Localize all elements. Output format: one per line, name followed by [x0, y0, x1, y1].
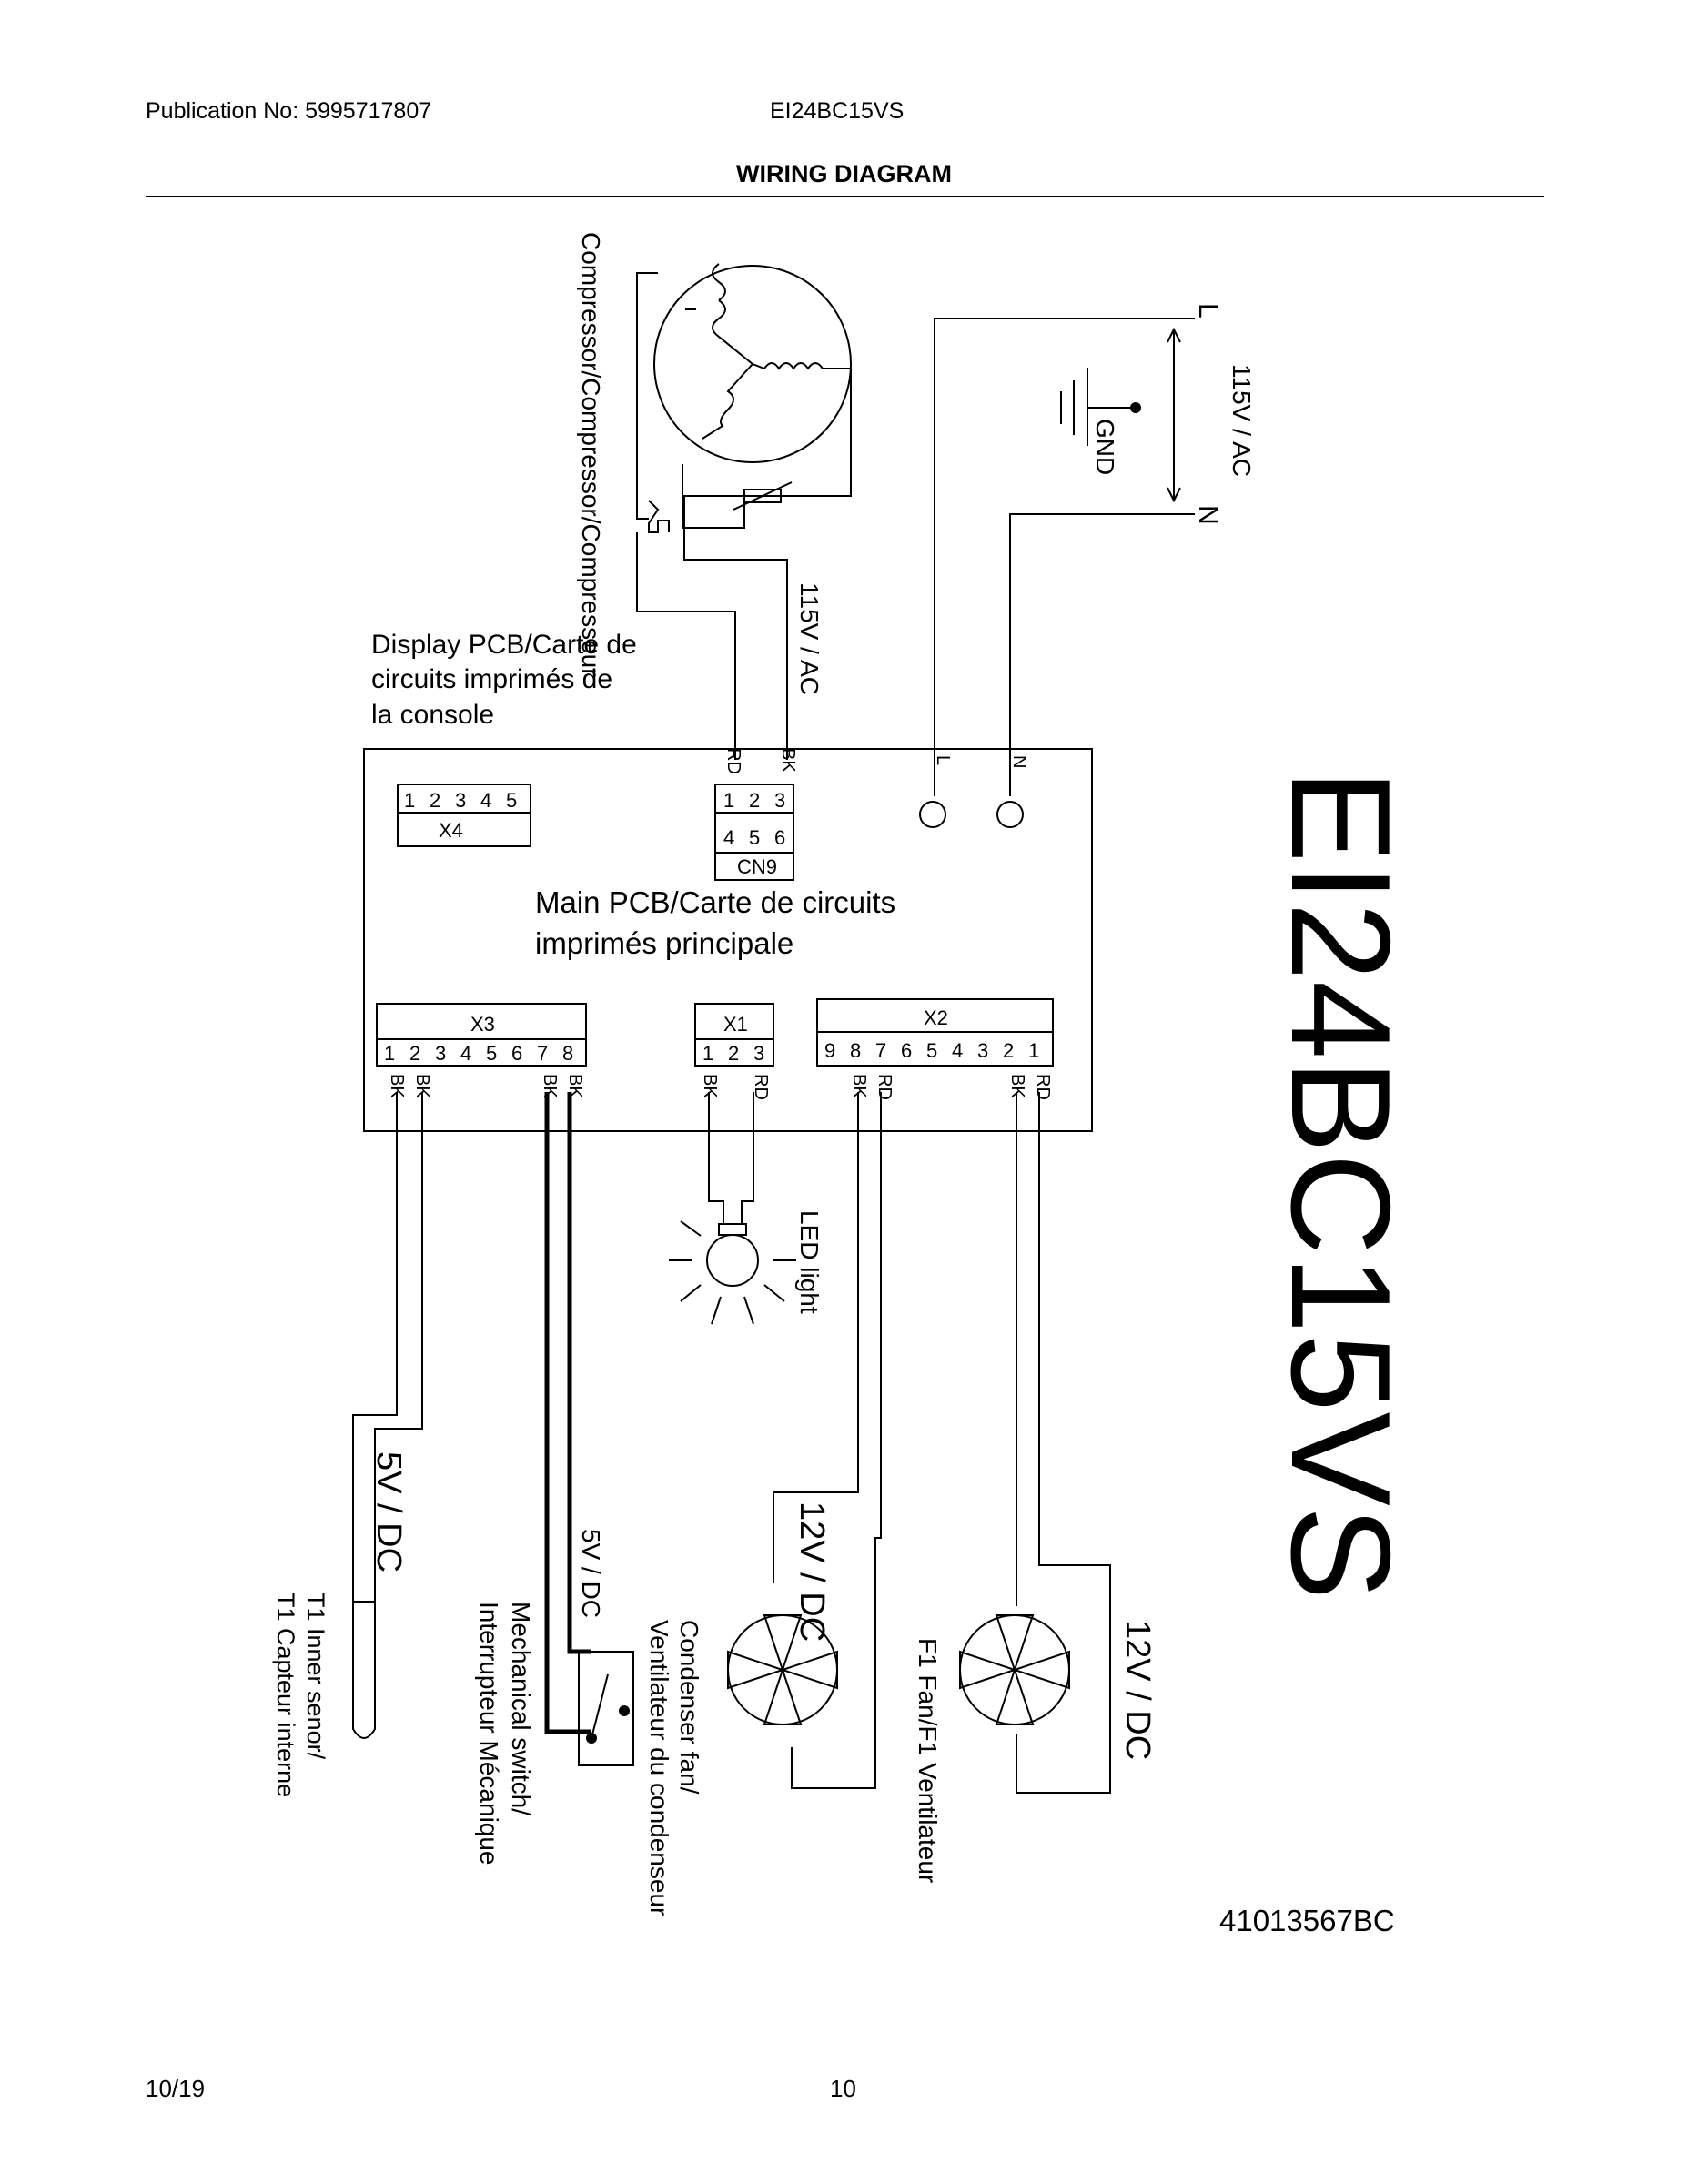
compressor-supply-label: 115V / AC — [795, 582, 824, 695]
big-model-label: EI24BC15VS — [1262, 769, 1420, 1600]
header-model: EI24BC15VS — [770, 98, 905, 124]
x2-wire: RD — [874, 1074, 895, 1100]
page-title: WIRING DIAGRAM — [736, 160, 952, 187]
compressor-label: Compressor/Compressor/Compresseur — [577, 232, 605, 677]
x3-wire: BK — [540, 1074, 560, 1098]
f1-fan-voltage-label: 12V / DC — [1118, 1620, 1157, 1760]
x3-pin: 1 — [384, 1042, 395, 1065]
footer-date: 10/19 — [146, 2075, 206, 2102]
cn9-pin: 2 — [749, 789, 760, 812]
cn9-pin: 4 — [723, 826, 734, 849]
supply-line-n-label: N — [1193, 505, 1223, 525]
sensor-label-1: T1 Inner senor/ — [302, 1592, 329, 1760]
sensor-label-2: T1 Capteur interne — [272, 1592, 299, 1797]
display-pcb-label-3: la console — [371, 700, 494, 730]
x2-pin: 7 — [875, 1039, 886, 1062]
led-light-icon — [669, 1220, 796, 1325]
overload-protector — [648, 500, 670, 533]
x3-wire: BK — [412, 1074, 432, 1098]
supply-line-l-label: L — [1193, 303, 1223, 318]
x3-wire: BK — [387, 1074, 407, 1098]
part-number: 41013567BC — [1219, 1904, 1395, 1937]
main-pcb-label-2: imprimés principale — [535, 926, 793, 960]
supply-line-l — [934, 318, 1195, 796]
x4-pin: 1 — [404, 789, 415, 812]
x2-pin: 2 — [1003, 1039, 1014, 1062]
ground-icon — [1060, 368, 1136, 446]
x2-pin: 6 — [901, 1039, 912, 1062]
terminal-l-icon — [919, 801, 946, 828]
x3-name: X3 — [470, 1013, 495, 1036]
cn9-pin: 5 — [749, 826, 760, 849]
x3-pin: 7 — [537, 1042, 548, 1065]
x2-pin: 9 — [824, 1039, 835, 1062]
condenser-fan-icon — [727, 1614, 838, 1725]
x2-pin: 8 — [850, 1039, 861, 1062]
page-number: 10 — [830, 2075, 856, 2102]
cn9-pin: 6 — [774, 826, 785, 849]
x4-pin: 2 — [430, 789, 440, 812]
compressor-motor — [653, 263, 852, 497]
x3-pin: 2 — [409, 1042, 420, 1065]
x4-pin: 3 — [455, 789, 466, 812]
condenser-fan-voltage-label: 12V / DC — [793, 1502, 831, 1642]
x2-wire: BK — [849, 1074, 869, 1098]
x4-name: X4 — [439, 819, 463, 842]
x2-wire: BK — [1007, 1074, 1027, 1098]
supply-voltage-label: 115V / AC — [1228, 364, 1256, 477]
cn9-pin: 1 — [723, 789, 734, 812]
x1-name: X1 — [723, 1013, 748, 1036]
switch-label-2: Interrupteur Mécanique — [475, 1602, 503, 1866]
f1-fan-icon — [959, 1614, 1070, 1725]
x3-wire: BK — [565, 1074, 585, 1098]
terminal-n-icon — [996, 801, 1024, 828]
terminal-l-label: L — [933, 755, 953, 765]
x1-pin: 1 — [702, 1042, 713, 1065]
x2-pin: 3 — [977, 1039, 988, 1062]
led-label: LED light — [795, 1210, 824, 1314]
x3-pin: 5 — [486, 1042, 497, 1065]
x4-pin: 4 — [480, 789, 491, 812]
f1-fan-label: F1 Fan/F1 Ventilateur — [914, 1638, 942, 1883]
cn9-wire: BK — [778, 748, 798, 773]
x1-wire: BK — [700, 1074, 720, 1098]
x3-pin: 8 — [562, 1042, 573, 1065]
publication-number: Publication No: 5995717807 — [146, 98, 432, 124]
x2-name: X2 — [924, 1006, 948, 1029]
sensor-voltage-label: 5V / DC — [369, 1451, 408, 1572]
x2-wire: RD — [1033, 1074, 1053, 1100]
x3-pin: 4 — [460, 1042, 471, 1065]
switch-label-1: Mechanical switch/ — [507, 1602, 535, 1815]
supply-line-n — [1009, 513, 1195, 796]
display-pcb-label-2: circuits imprimés de — [371, 664, 612, 694]
x2-pin: 4 — [952, 1039, 963, 1062]
ground-label: GND — [1091, 419, 1119, 475]
x2-pin: 5 — [926, 1039, 937, 1062]
main-pcb-outline — [363, 748, 1093, 1132]
cn9-wire: RD — [723, 748, 743, 774]
cn9-name: CN9 — [737, 855, 777, 878]
cn9-pin: 3 — [774, 789, 785, 812]
condenser-fan-label-2: Ventilateur du condenseur — [645, 1620, 673, 1916]
display-pcb-label-1: Display PCB/Carte de — [371, 630, 637, 660]
condenser-fan-label-1: Condenser fan/ — [675, 1620, 703, 1795]
switch-voltage-label: 5V / DC — [577, 1529, 605, 1618]
x2-pin: 1 — [1028, 1039, 1039, 1062]
x1-wire: RD — [751, 1074, 771, 1100]
header-rule — [146, 196, 1544, 197]
main-pcb-label-1: Main PCB/Carte de circuits — [535, 885, 895, 919]
x3-pin: 6 — [511, 1042, 522, 1065]
x1-pin: 2 — [728, 1042, 739, 1065]
terminal-n-label: N — [1009, 755, 1029, 768]
x1-pin: 3 — [753, 1042, 764, 1065]
x4-pin: 5 — [506, 789, 517, 812]
compressor-lead-left — [636, 272, 658, 520]
x3-pin: 3 — [435, 1042, 446, 1065]
